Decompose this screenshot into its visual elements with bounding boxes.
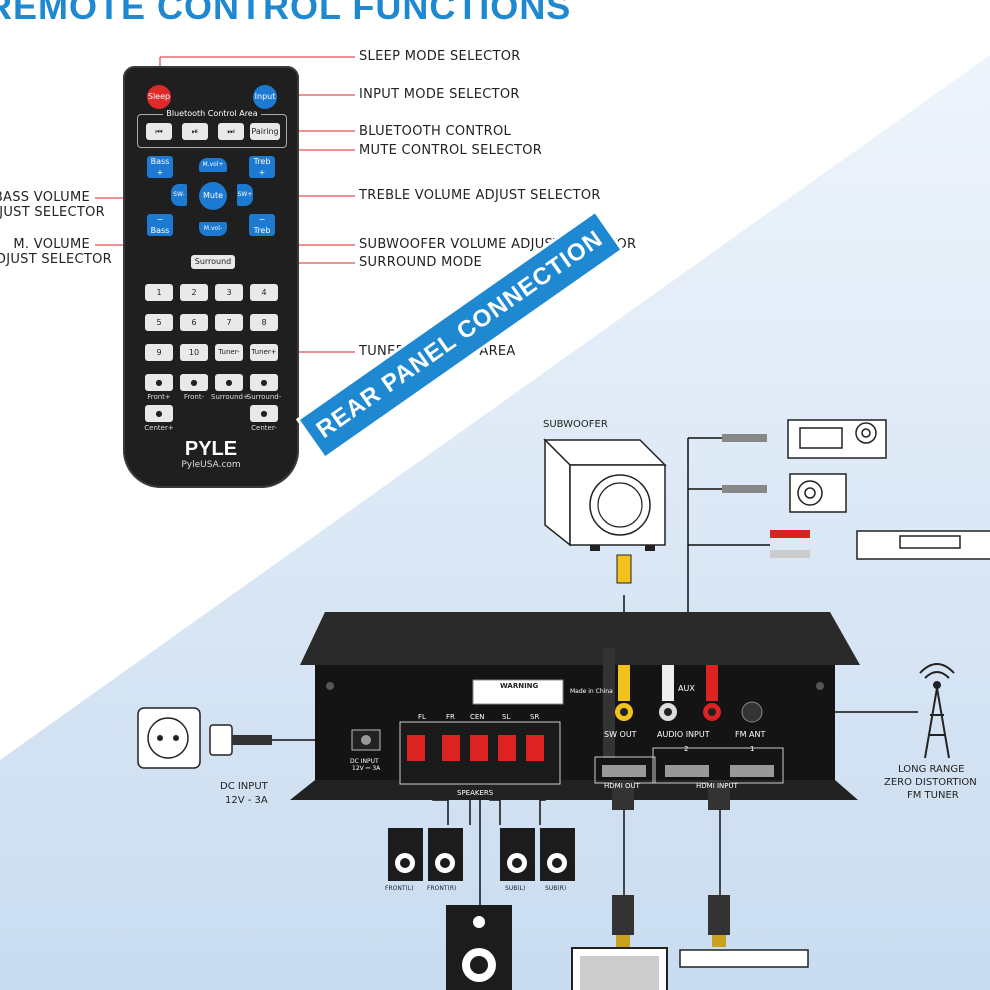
warning-label: WARNING [500,682,539,690]
bluetooth-control-area: Bluetooth Control Area ⏮ ⏯ ⏭ Pairing [137,109,287,148]
number-button[interactable]: 7 [215,314,243,331]
surround-down-label: Surround- [246,393,282,401]
hdmi-2-label: 2 [684,745,689,753]
callout-bass-line2: ADJUST SELECTOR [0,205,105,220]
input-button[interactable]: Input [253,85,277,109]
sub-right-label: SUB(R) [545,885,567,892]
page-title: REMOTE CONTROL FUNCTIONS [0,0,572,27]
previous-track-button[interactable]: ⏮ [146,123,172,140]
hdmi-input-label: HDMI INPUT [696,782,738,790]
mute-button[interactable]: Mute [199,182,227,210]
front-down-label: Front- [183,393,205,401]
center-up-label: Center+ [144,424,174,432]
subwoofer-down-button[interactable]: SW- [171,184,187,206]
power-plug-illustration [137,707,272,769]
surround-down-button[interactable]: ● [250,374,278,391]
front-right-label: FRONT(R) [427,885,457,892]
dc-spec-label: 12V - 3A [225,795,268,806]
bass-down-button[interactable]: − Bass [147,214,173,236]
channel-fl-label: FL [418,713,426,721]
next-track-button[interactable]: ⏭ [218,123,244,140]
fm-tuner-label-line3: FM TUNER [907,790,959,801]
callout-mute: MUTE CONTROL SELECTOR [359,143,543,158]
hdmi-devices [571,780,809,990]
pairing-button[interactable]: Pairing [250,123,280,140]
sw-out-label: SW OUT [604,730,637,739]
dc-spec-small-label: 12V ⎓ 3A [352,765,381,772]
number-button[interactable]: 9 [145,344,173,361]
number-button[interactable]: 8 [250,314,278,331]
callout-input-mode: INPUT MODE SELECTOR [359,87,520,102]
callout-bluetooth: BLUETOOTH CONTROL [359,124,512,139]
callout-treble: TREBLE VOLUME ADJUST SELECTOR [359,188,601,203]
tuner-up-button[interactable]: Tuner+ [250,344,278,361]
aux-label: AUX [678,684,695,693]
antenna-tower-illustration [919,663,955,759]
number-button[interactable]: 3 [215,284,243,301]
channel-sr-label: SR [530,713,540,721]
center-down-label: Center- [251,424,277,432]
callout-mvol-line1: M. VOLUME [13,237,90,252]
surround-up-label: Surround+ [211,393,249,401]
speaker-boxes [388,828,575,990]
made-in-label: Made in China [570,688,613,695]
dc-input-label: DC INPUT [220,781,268,792]
media-devices [722,419,990,560]
surround-up-button[interactable]: ● [215,374,243,391]
subwoofer-illustration [543,438,667,584]
fm-ant-label: FM ANT [735,730,766,739]
sub-left-label: SUB(L) [505,885,526,892]
pyle-logo: PYLE [184,438,238,460]
number-button[interactable]: 4 [250,284,278,301]
center-up-button[interactable]: ● [145,405,173,422]
number-button[interactable]: 1 [145,284,173,301]
fm-tuner-label-line2: ZERO DISTORTION [884,777,977,788]
front-down-button[interactable]: ● [180,374,208,391]
brand-url: PyleUSA.com [181,460,241,470]
audio-input-label: AUDIO INPUT [657,730,710,739]
number-button[interactable]: 10 [180,344,208,361]
callout-bass-line1: BASS VOLUME [0,190,90,205]
remote-control: Sleep Input Bluetooth Control Area ⏮ ⏯ ⏭… [123,66,299,488]
callout-mvol-line2: ADJUST SELECTOR [0,252,112,267]
amplifier-body [290,612,860,800]
center-down-button[interactable]: ● [250,405,278,422]
hdmi-1-label: 1 [750,745,755,753]
number-button[interactable]: 6 [180,314,208,331]
play-pause-button[interactable]: ⏯ [182,123,208,140]
surround-button[interactable]: Surround [191,255,235,269]
front-up-label: Front+ [147,393,171,401]
channel-cen-label: CEN [470,713,485,721]
channel-fr-label: FR [446,713,455,721]
treble-down-button[interactable]: − Treb [249,214,275,236]
dc-input-small-label: DC INPUT [350,758,379,765]
callout-sleep-mode: SLEEP MODE SELECTOR [359,49,521,64]
number-button[interactable]: 5 [145,314,173,331]
bass-up-button[interactable]: Bass + [147,156,173,178]
subwoofer-up-button[interactable]: SW+ [237,184,253,206]
callout-surround: SURROUND MODE [359,255,483,270]
master-volume-down-button[interactable]: M.vol- [199,222,227,236]
master-volume-up-button[interactable]: M.vol+ [199,158,227,172]
subwoofer-label: SUBWOOFER [543,419,608,430]
channel-sl-label: SL [502,713,511,721]
number-button[interactable]: 2 [180,284,208,301]
hdmi-out-label: HDMI OUT [604,782,640,790]
sleep-button[interactable]: Sleep [147,85,171,109]
tuner-down-button[interactable]: Tuner- [215,344,243,361]
front-up-button[interactable]: ● [145,374,173,391]
front-left-label: FRONT(L) [385,885,414,892]
treble-up-button[interactable]: Treb + [249,156,275,178]
speakers-label: SPEAKERS [457,789,494,797]
bluetooth-area-title: Bluetooth Control Area [163,109,261,118]
fm-tuner-label-line1: LONG RANGE [898,764,965,775]
